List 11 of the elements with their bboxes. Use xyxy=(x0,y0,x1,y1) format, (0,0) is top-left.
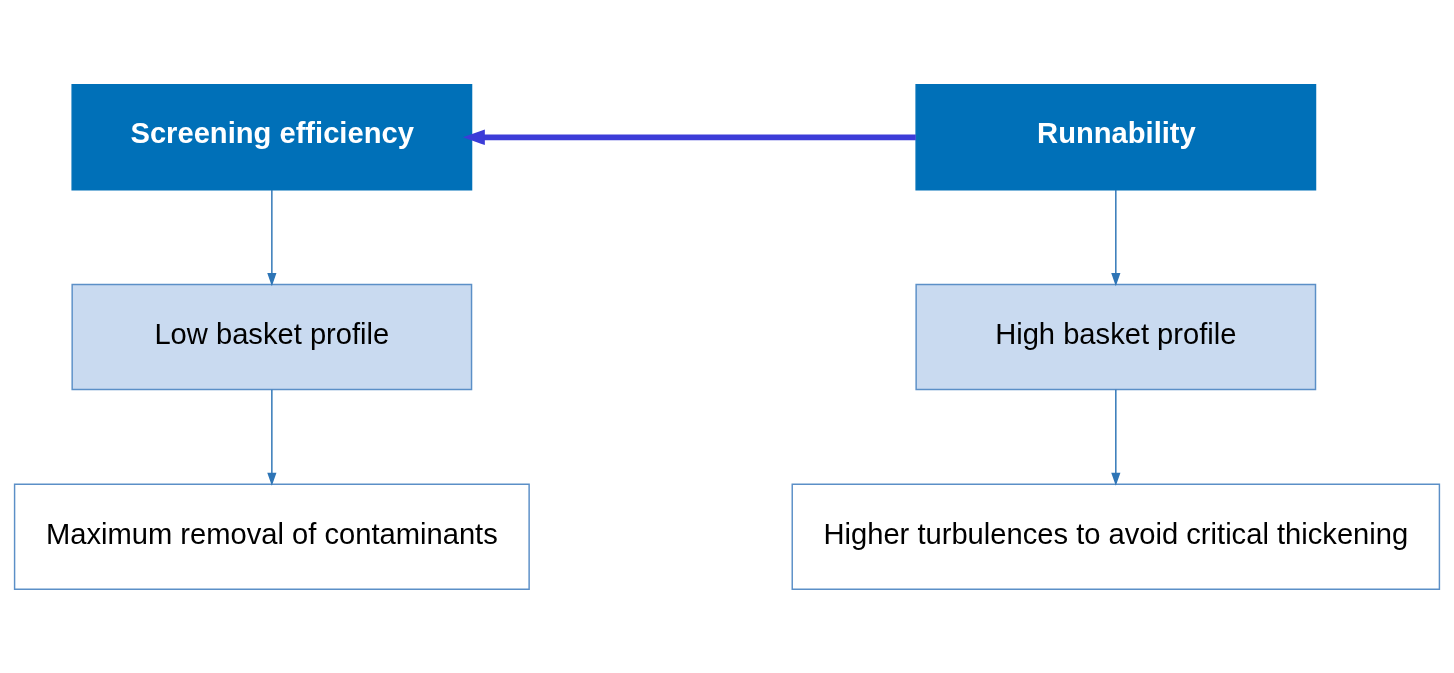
node-box: Runnability xyxy=(915,83,1317,190)
arrow xyxy=(267,188,277,286)
arrow xyxy=(1111,388,1121,486)
node-box: Screening efficiency xyxy=(71,83,473,190)
arrow xyxy=(1111,188,1121,286)
node-box: Maximum removal of contaminants xyxy=(13,483,530,590)
node-box: High basket profile xyxy=(915,283,1317,390)
node-box: Higher turbulences to avoid critical thickening xyxy=(791,483,1441,590)
arrow xyxy=(462,129,916,145)
node-box: Low basket profile xyxy=(71,283,473,390)
arrow xyxy=(267,388,277,486)
